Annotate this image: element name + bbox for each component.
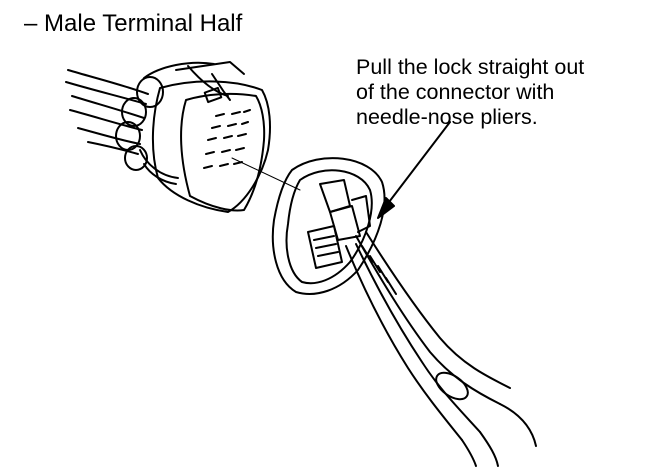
arrow-icon	[377, 121, 451, 219]
instruction-line: Pull the lock straight out	[356, 55, 585, 79]
needle-nose-pliers-icon	[345, 231, 537, 467]
wire-harness-icon	[65, 69, 149, 155]
instruction-callout: Pull the lock straight out of the connec…	[356, 55, 584, 130]
figure-heading: – Male Terminal Half	[24, 10, 243, 37]
instruction-line: of the connector with	[356, 80, 555, 104]
instruction-line: needle-nose pliers.	[356, 105, 538, 129]
connector-housing-icon	[115, 61, 271, 213]
terminal-lock-icon	[271, 157, 386, 295]
